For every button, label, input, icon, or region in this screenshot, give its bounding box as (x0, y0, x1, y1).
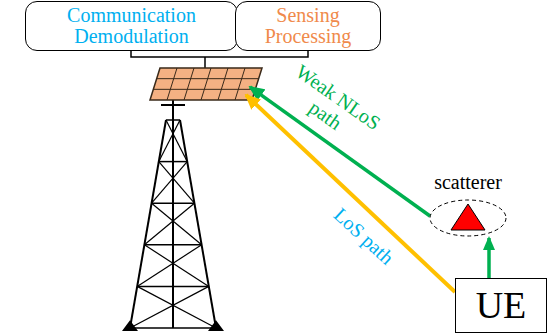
dashed-ellipse (430, 200, 506, 236)
ue-box: UE (455, 278, 547, 333)
node-text: Communication Demodulation (26, 5, 237, 47)
path-label: LoS path (323, 197, 404, 274)
node-text: Sensing Processing (236, 5, 380, 47)
antenna-array (150, 68, 262, 100)
scatterer-triangle (451, 204, 485, 230)
signal-arrow (487, 238, 491, 278)
scatterer-symbol (413, 194, 523, 240)
node-text: UE (472, 286, 531, 326)
node-text: scatterer (413, 172, 523, 193)
process-box: Sensing Processing (235, 1, 381, 51)
process-box: Communication Demodulation (25, 1, 238, 51)
feed-lines (131, 48, 308, 68)
tower (124, 100, 222, 330)
scatterer-node: scatterer (413, 172, 523, 238)
